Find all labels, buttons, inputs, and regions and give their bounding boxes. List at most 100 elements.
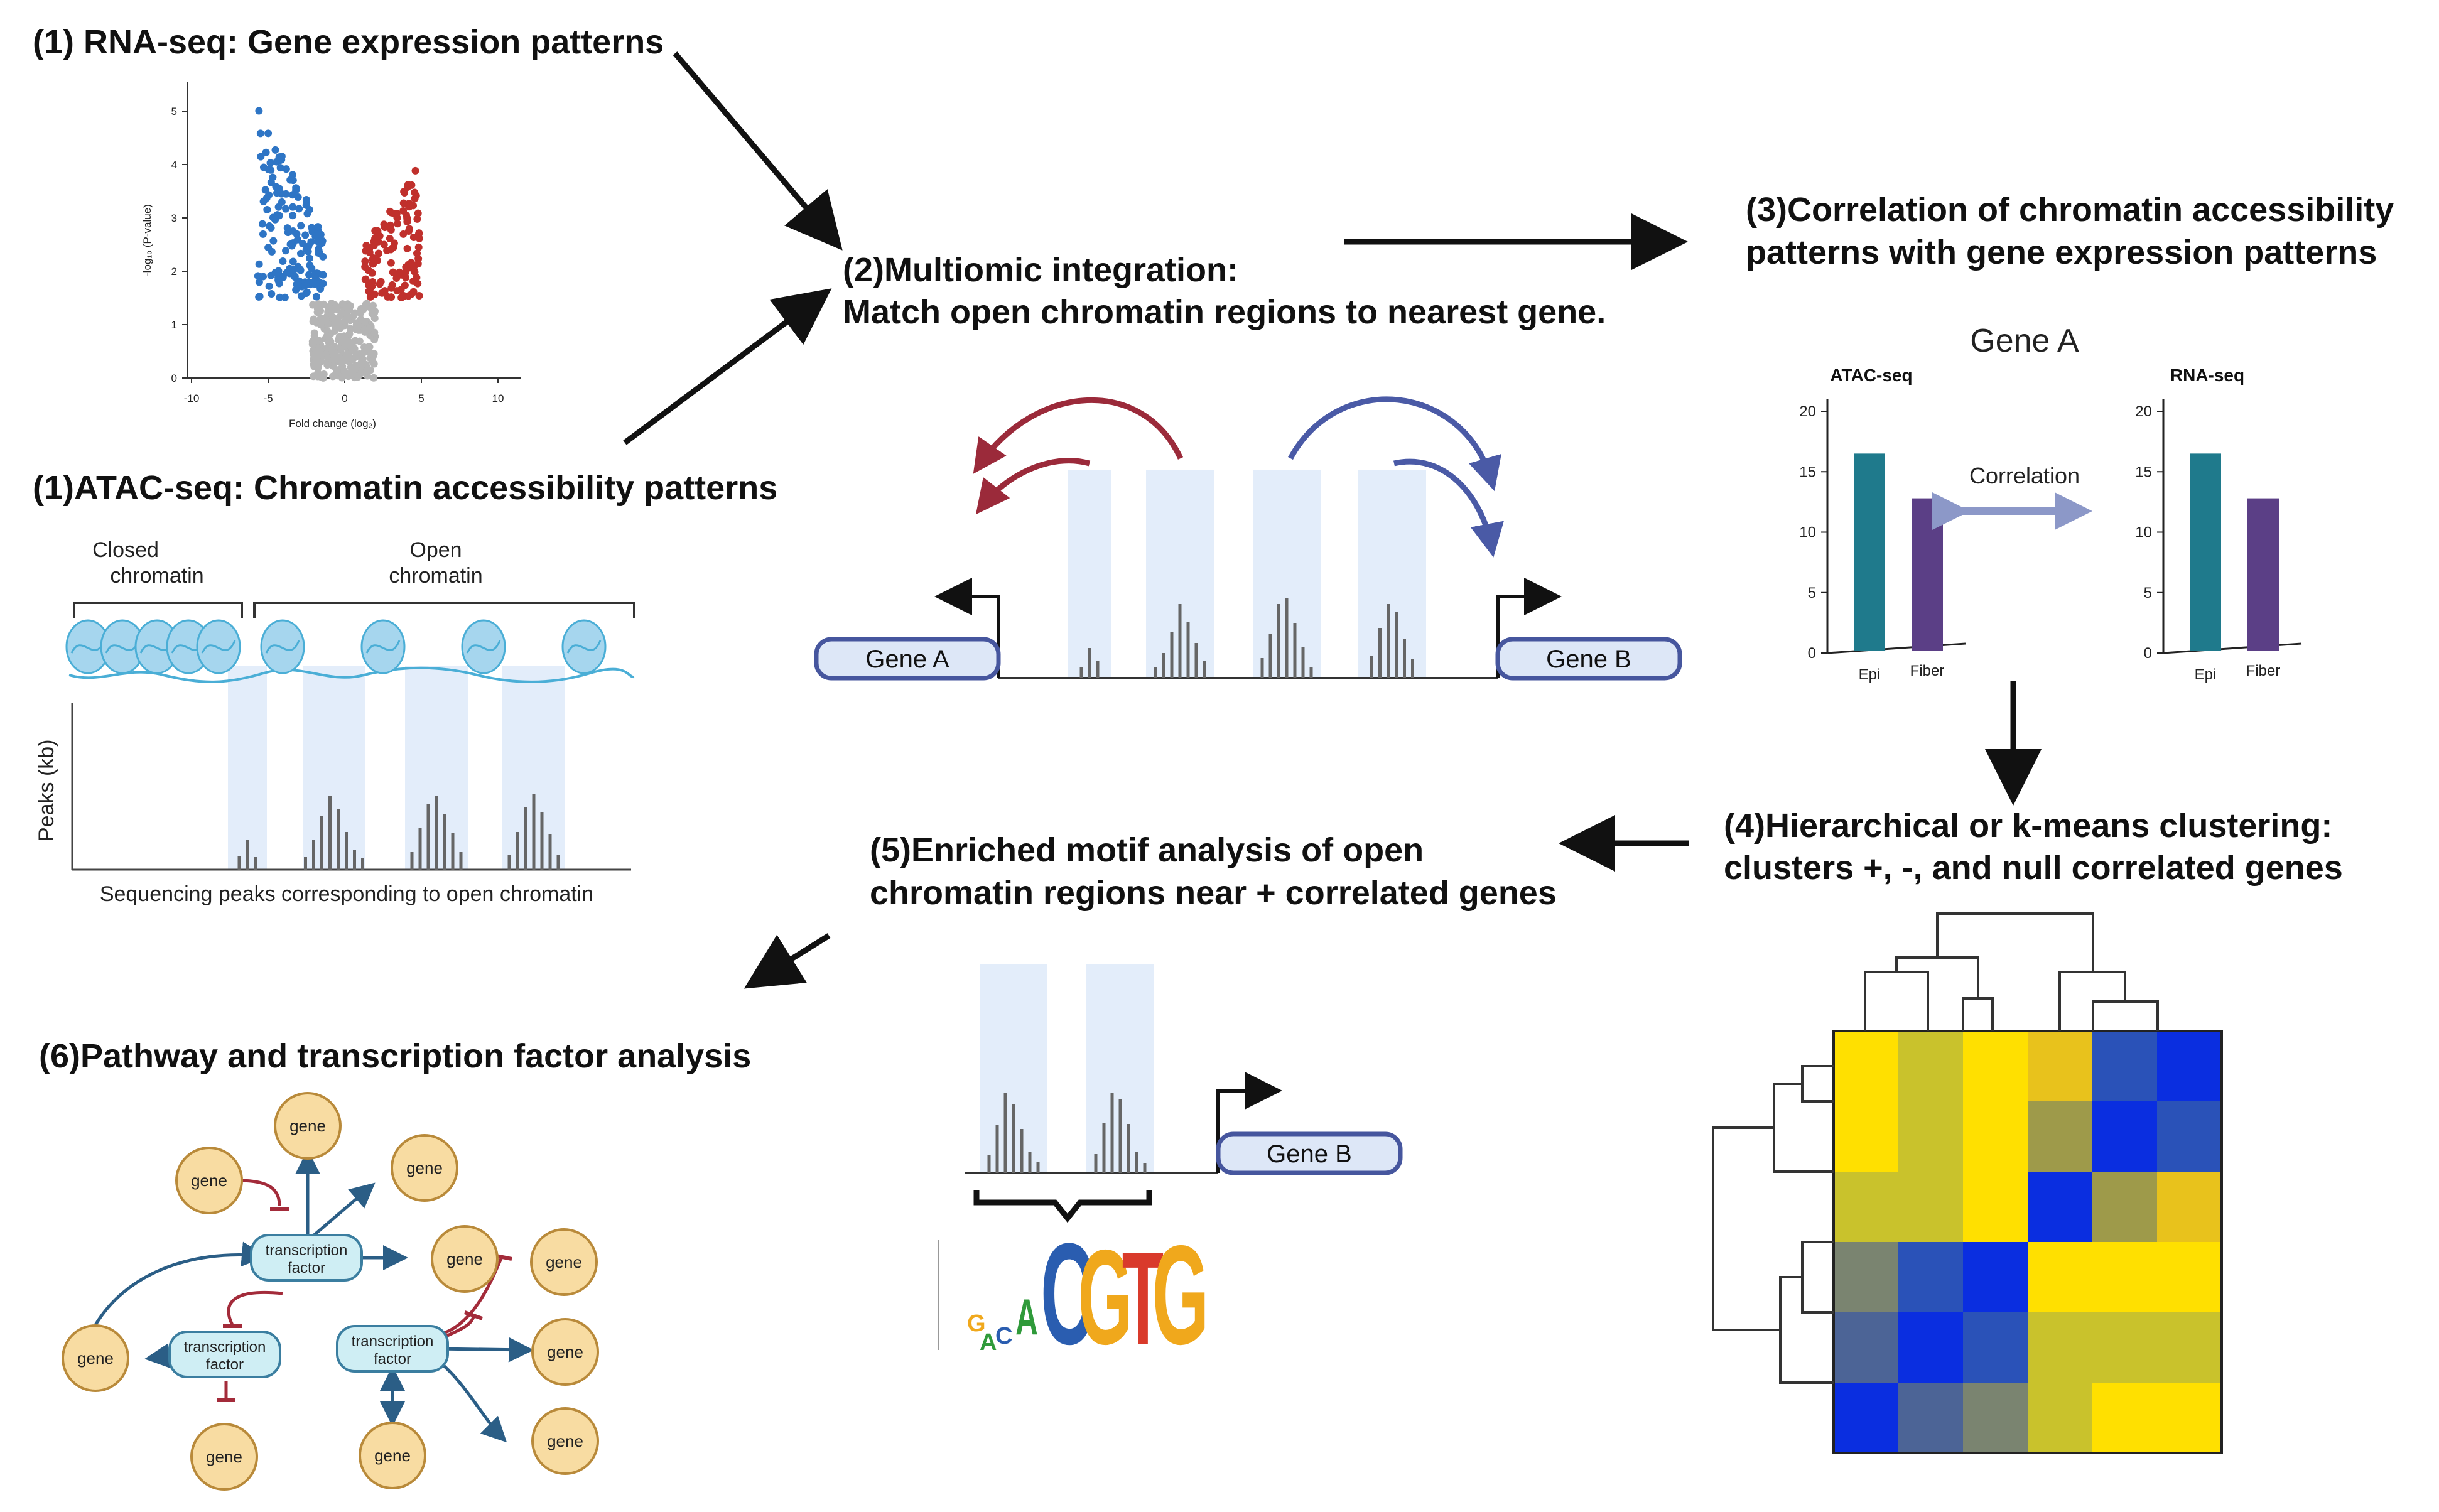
volcano-point-down bbox=[282, 247, 290, 255]
tf-node-label: transcription bbox=[352, 1333, 434, 1350]
volcano-point-down bbox=[319, 252, 327, 261]
volcano-point-ns bbox=[370, 328, 379, 337]
motif-letter: T bbox=[1122, 1225, 1164, 1373]
gene-a-label: Gene A bbox=[865, 645, 949, 673]
volcano-point-ns bbox=[338, 374, 346, 382]
volcano-point-up bbox=[387, 284, 396, 292]
volcano-point-up bbox=[393, 287, 401, 295]
volcano-point-ns bbox=[336, 321, 344, 330]
network-inhibition-bar bbox=[495, 1254, 512, 1261]
volcano-point-ns bbox=[370, 307, 379, 315]
column-dendrogram bbox=[1864, 912, 2159, 1031]
gene-node bbox=[530, 1228, 598, 1296]
integration-schematic: Gene A Gene B bbox=[814, 396, 1682, 681]
network-activation-edge bbox=[94, 1241, 267, 1326]
gene-node-label: gene bbox=[547, 1342, 583, 1361]
network-activation-edge bbox=[313, 1182, 376, 1236]
volcano-point-up bbox=[413, 215, 421, 223]
heatmap-cells bbox=[1834, 1031, 2222, 1454]
volcano-y-label: -log₁₀ (P-value) bbox=[141, 204, 153, 276]
volcano-y-tick-label: 3 bbox=[171, 212, 177, 224]
open-bracket bbox=[253, 602, 635, 618]
volcano-point-ns bbox=[310, 360, 318, 369]
volcano-point-up bbox=[376, 280, 384, 288]
volcano-point-down bbox=[286, 176, 295, 184]
volcano-point-ns bbox=[357, 359, 365, 367]
volcano-point-down bbox=[304, 279, 312, 288]
nucleosome bbox=[260, 619, 305, 674]
volcano-point-ns bbox=[370, 314, 379, 322]
title-atac-seq: (1)ATAC-seq: Chromatin accessibility pat… bbox=[33, 469, 777, 507]
heatmap-cell bbox=[1898, 1172, 1964, 1243]
volcano-point-down bbox=[279, 257, 287, 265]
network-inhibition-edge bbox=[227, 1291, 283, 1326]
volcano-point-ns bbox=[331, 321, 339, 330]
volcano-point-down bbox=[297, 292, 305, 300]
chart-title: RNA-seq bbox=[2170, 365, 2244, 385]
chart-y-tick-label: 0 bbox=[2144, 645, 2152, 662]
heatmap-cell bbox=[2028, 1242, 2093, 1313]
integration-peaks bbox=[1079, 598, 1414, 678]
volcano-point-down bbox=[271, 146, 279, 154]
motif-minor-letter: C bbox=[995, 1323, 1012, 1349]
gene-a-box bbox=[814, 637, 1001, 681]
network-activation-edge bbox=[436, 1337, 534, 1363]
volcano-point-up bbox=[387, 225, 395, 234]
chart-category-label: Fiber bbox=[2246, 662, 2281, 679]
volcano-point-down bbox=[319, 279, 327, 288]
nucleosomes bbox=[65, 619, 607, 674]
network-inhibition-edge bbox=[238, 1179, 281, 1206]
gene-node bbox=[175, 1147, 243, 1214]
heatmap-cell bbox=[2028, 1312, 2093, 1383]
volcano-point-down bbox=[315, 246, 323, 254]
nucleosome bbox=[461, 619, 506, 674]
nucleosome-wrap bbox=[466, 640, 501, 654]
linkage-arrow-blue-1 bbox=[1288, 396, 1501, 492]
volcano-point-down bbox=[296, 265, 304, 273]
chart-title: ATAC-seq bbox=[1830, 365, 1912, 385]
heatmap-cell bbox=[2028, 1101, 2093, 1172]
volcano-point-down bbox=[308, 264, 316, 273]
heatmap-cell bbox=[2092, 1242, 2158, 1313]
volcano-point-up bbox=[401, 281, 409, 289]
linkage-arrow-red-2 bbox=[975, 458, 1091, 515]
volcano-point-down bbox=[281, 293, 289, 301]
volcano-point-ns bbox=[348, 365, 356, 373]
motif-minor-letter: G bbox=[967, 1310, 986, 1337]
chart-category-label: Epi bbox=[2195, 666, 2217, 683]
volcano-point-down bbox=[267, 166, 275, 174]
volcano-point-down bbox=[255, 278, 263, 286]
volcano-y-tick-label: 4 bbox=[171, 159, 177, 171]
volcano-point-down bbox=[269, 237, 278, 245]
volcano-point-ns bbox=[345, 352, 353, 360]
nucleosome-wrap bbox=[566, 640, 602, 654]
nucleosome bbox=[561, 619, 607, 674]
volcano-point-ns bbox=[342, 303, 350, 311]
open-chromatin-label-1: Open bbox=[409, 538, 462, 562]
heatmap-cell bbox=[1834, 1031, 1899, 1102]
heatmap-cell bbox=[2028, 1031, 2093, 1102]
chart-bar bbox=[2190, 453, 2221, 651]
volcano-point-ns bbox=[333, 355, 342, 364]
volcano-point-ns bbox=[320, 315, 328, 323]
heatmap-cell bbox=[1834, 1312, 1899, 1383]
volcano-point-ns bbox=[310, 315, 318, 323]
peaks-y-label: Peaks (kb) bbox=[35, 740, 58, 842]
volcano-point-up bbox=[368, 282, 376, 290]
tf-node bbox=[336, 1325, 449, 1373]
volcano-point-ns bbox=[333, 367, 341, 375]
volcano-point-up bbox=[393, 214, 401, 222]
volcano-point-down bbox=[303, 210, 311, 218]
volcano-x-tick-label: 0 bbox=[342, 392, 347, 404]
title-multiomic-1: (2)Multiomic integration: bbox=[843, 251, 1238, 289]
open-region-band bbox=[228, 666, 267, 870]
volcano-point-down bbox=[257, 153, 265, 161]
gene-node-label: gene bbox=[77, 1349, 114, 1368]
linkage-arrow-red-1 bbox=[973, 397, 1184, 474]
heatmap-cell bbox=[1963, 1101, 2028, 1172]
gene-node-label: gene bbox=[374, 1446, 411, 1465]
chart-bar bbox=[1854, 453, 1885, 651]
